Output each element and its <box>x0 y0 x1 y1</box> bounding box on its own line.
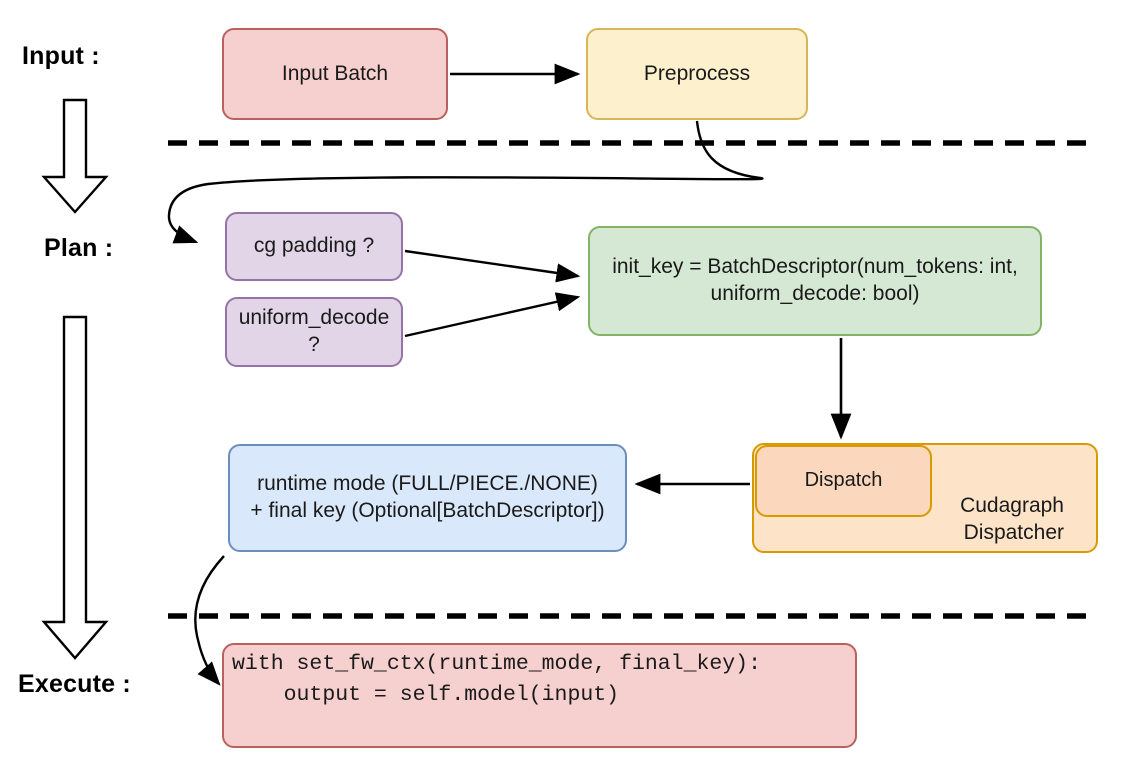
node-init-key-line-2: uniform_decode: bool) <box>710 282 920 305</box>
node-input-batch[interactable]: Input Batch <box>222 28 448 120</box>
stage-label-plan: Plan : <box>44 234 114 262</box>
node-dispatch[interactable]: Dispatch <box>755 445 932 517</box>
arrow-runtime-mode-to-execute-code <box>194 555 225 686</box>
stage-label-execute: Execute : <box>18 670 131 698</box>
node-cudagraph-dispatcher-line-2: Dispatcher <box>963 521 1064 545</box>
stage-arrow-plan-to-execute <box>41 315 109 660</box>
stage-label-input: Input : <box>22 42 100 70</box>
node-runtime-mode-line-1: runtime mode (FULL/PIECE./NONE) <box>257 472 598 496</box>
stage-arrow-input-to-plan <box>41 98 109 214</box>
node-execute-code[interactable]: with set_fw_ctx(runtime_mode, final_key)… <box>222 643 857 748</box>
execute-code-line-2: output = self.model(input) <box>232 682 620 707</box>
node-cg-padding[interactable]: cg padding ? <box>225 212 403 281</box>
node-cudagraph-dispatcher-line-1: Cudagraph <box>960 494 1064 518</box>
execute-code-line-1: with set_fw_ctx(runtime_mode, final_key)… <box>232 652 761 676</box>
node-preprocess[interactable]: Preprocess <box>586 28 808 120</box>
arrow-cg-padding-to-init-key <box>404 249 581 283</box>
node-runtime-mode[interactable]: runtime mode (FULL/PIECE./NONE) + final … <box>228 444 627 552</box>
node-init-key[interactable]: init_key = BatchDescriptor(num_tokens: i… <box>588 226 1042 336</box>
node-uniform-decode[interactable]: uniform_decode ? <box>225 297 403 367</box>
node-runtime-mode-line-2: + final key (Optional[BatchDescriptor]) <box>250 499 605 522</box>
arrow-uniform-decode-to-init-key <box>404 292 581 338</box>
node-init-key-line-1: init_key = BatchDescriptor(num_tokens: i… <box>612 255 1018 279</box>
